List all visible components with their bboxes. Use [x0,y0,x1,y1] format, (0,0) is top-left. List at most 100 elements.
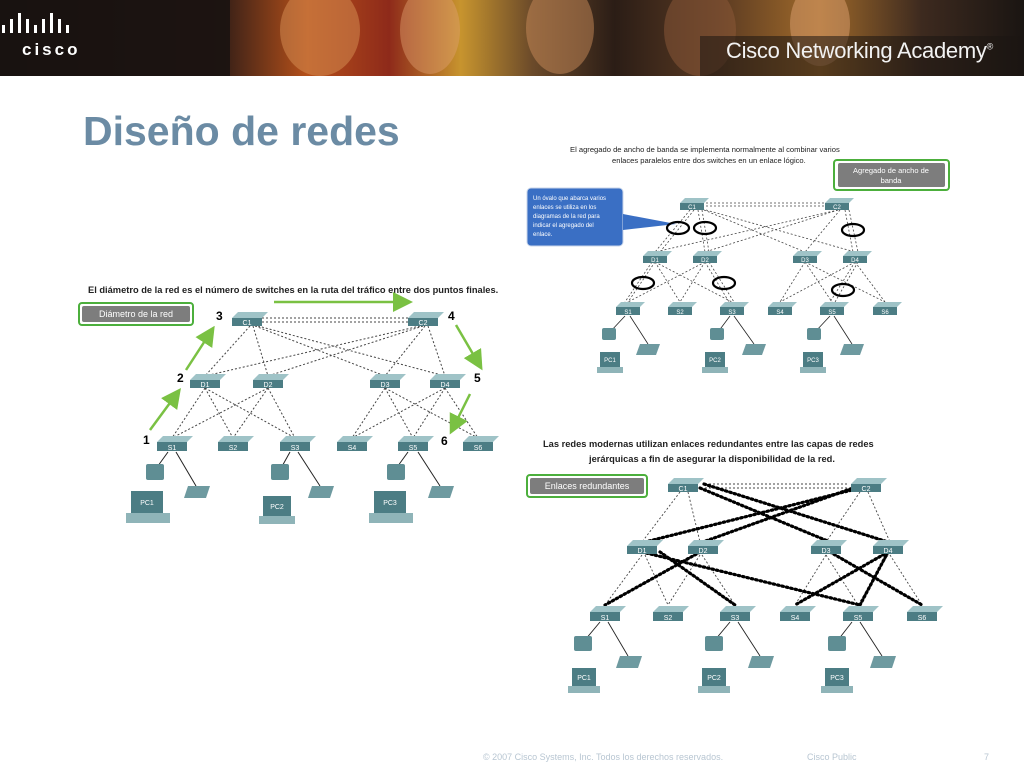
svg-text:S1: S1 [624,310,632,316]
svg-text:C1: C1 [243,320,252,327]
redundant-switch-s4: S4 [780,606,816,622]
diameter-callout: Diámetro de la red [78,302,194,326]
svg-text:indicar el agregado del: indicar el agregado del [533,223,594,229]
redundant-pc1: PC1 [568,668,600,693]
svg-text:S5: S5 [854,615,863,622]
redundant-switch-d1: D1 [627,540,663,555]
diameter-switch-c1: C1 [232,312,268,327]
svg-text:S6: S6 [474,445,483,452]
diameter-hop-numbers: 1 2 3 4 5 6 [143,309,481,448]
svg-text:S2: S2 [676,310,684,316]
svg-text:S5: S5 [828,310,836,316]
svg-text:banda: banda [881,176,903,185]
aggregation-caption-1: El agregado de ancho de banda se impleme… [570,145,840,154]
redundant-bold-links [603,482,924,607]
diameter-links [171,317,479,439]
svg-text:PC1: PC1 [577,675,591,682]
diameter-path-arrows [148,292,483,435]
svg-text:diagramas de la red para: diagramas de la red para [533,214,600,220]
svg-text:PC1: PC1 [604,358,616,364]
svg-text:D2: D2 [264,382,273,389]
svg-text:D3: D3 [801,258,809,264]
svg-text:Agregado de ancho de: Agregado de ancho de [853,166,929,175]
redundant-switch-d3: D3 [811,540,847,555]
aggregation-switch-d4: D4 [843,251,872,264]
svg-text:S4: S4 [348,445,357,452]
redundant-pc2: PC2 [698,668,730,693]
footer-classification: Cisco Public [807,752,857,762]
redundant-switch-c1: C1 [668,478,704,493]
redundant-switch-s2: S2 [653,606,689,622]
diameter-switch-s3: S3 [280,436,316,452]
svg-text:D4: D4 [851,258,859,264]
svg-text:S2: S2 [664,615,673,622]
svg-text:1: 1 [143,433,150,447]
svg-text:S4: S4 [791,615,800,622]
diameter-caption: El diámetro de la red es el número de sw… [88,285,498,295]
svg-text:S5: S5 [409,445,418,452]
aggregation-switch-s1: S1 [616,302,645,316]
diameter-switch-s1: S1 [157,436,193,452]
svg-text:4: 4 [448,309,455,323]
svg-text:D2: D2 [701,258,709,264]
svg-text:D2: D2 [699,548,708,555]
svg-text:C2: C2 [862,486,871,493]
aggregation-phones [602,328,821,340]
banner-photo-strip [0,0,1024,76]
redundant-switch-d4: D4 [873,540,909,555]
diameter-phones [146,464,405,480]
diameter-pc1: PC1 [126,491,170,523]
aggregation-switch-d3: D3 [793,251,822,264]
diameter-switch-c2: C2 [408,312,444,327]
aggregation-switch-c1: C1 [680,198,709,211]
slide-title: Diseño de redes [83,108,400,154]
aggregation-switch-d2: D2 [693,251,722,264]
svg-text:Un óvalo que abarca varios: Un óvalo que abarca varios [533,196,606,202]
svg-text:PC2: PC2 [270,504,284,511]
diameter-switch-d2: D2 [253,374,289,389]
svg-text:2: 2 [177,371,184,385]
diameter-switch-d3: D3 [370,374,406,389]
svg-text:C1: C1 [688,205,696,211]
redundant-switch-s5: S5 [843,606,879,622]
aggregation-note-box: Un óvalo que abarca varios enlaces se ut… [526,187,676,247]
svg-text:PC2: PC2 [709,358,721,364]
svg-text:D1: D1 [201,382,210,389]
redundant-phones [574,636,846,651]
redundant-switch-s1: S1 [590,606,626,622]
diameter-switch-d1: D1 [190,374,226,389]
svg-text:D3: D3 [822,548,831,555]
svg-text:PC2: PC2 [707,675,721,682]
footer-page-number: 7 [984,752,990,762]
svg-text:S3: S3 [291,445,300,452]
svg-text:D4: D4 [441,382,450,389]
footer-copyright: © 2007 Cisco Systems, Inc. Todos los der… [483,752,724,762]
svg-text:PC3: PC3 [383,500,397,507]
aggregation-links [624,202,886,303]
svg-text:D3: D3 [381,382,390,389]
svg-text:D1: D1 [651,258,659,264]
cisco-logo-icon [2,13,69,33]
aggregation-callout: Agregado de ancho de banda [833,159,950,191]
svg-text:D1: D1 [638,548,647,555]
aggregation-caption-2: enlaces paralelos entre dos switches en … [612,156,806,165]
svg-text:S1: S1 [601,615,610,622]
diameter-switch-s4: S4 [337,436,373,452]
svg-text:S6: S6 [918,615,927,622]
svg-text:S2: S2 [229,445,238,452]
aggregation-switch-s6: S6 [873,302,902,316]
svg-text:Diámetro de la red: Diámetro de la red [99,309,173,319]
svg-text:S4: S4 [776,310,784,316]
diameter-printers [184,486,454,498]
aggregation-switch-d1: D1 [643,251,672,264]
svg-text:C2: C2 [833,205,841,211]
svg-text:S3: S3 [728,310,736,316]
svg-text:S3: S3 [731,615,740,622]
svg-text:6: 6 [441,434,448,448]
aggregation-pc3: PC3 [800,352,826,373]
redundant-switch-d2: D2 [688,540,724,555]
diameter-switch-s2: S2 [218,436,254,452]
diameter-pc3: PC3 [369,491,413,523]
header-banner: cisco Cisco Networking Academy® [0,0,1024,76]
